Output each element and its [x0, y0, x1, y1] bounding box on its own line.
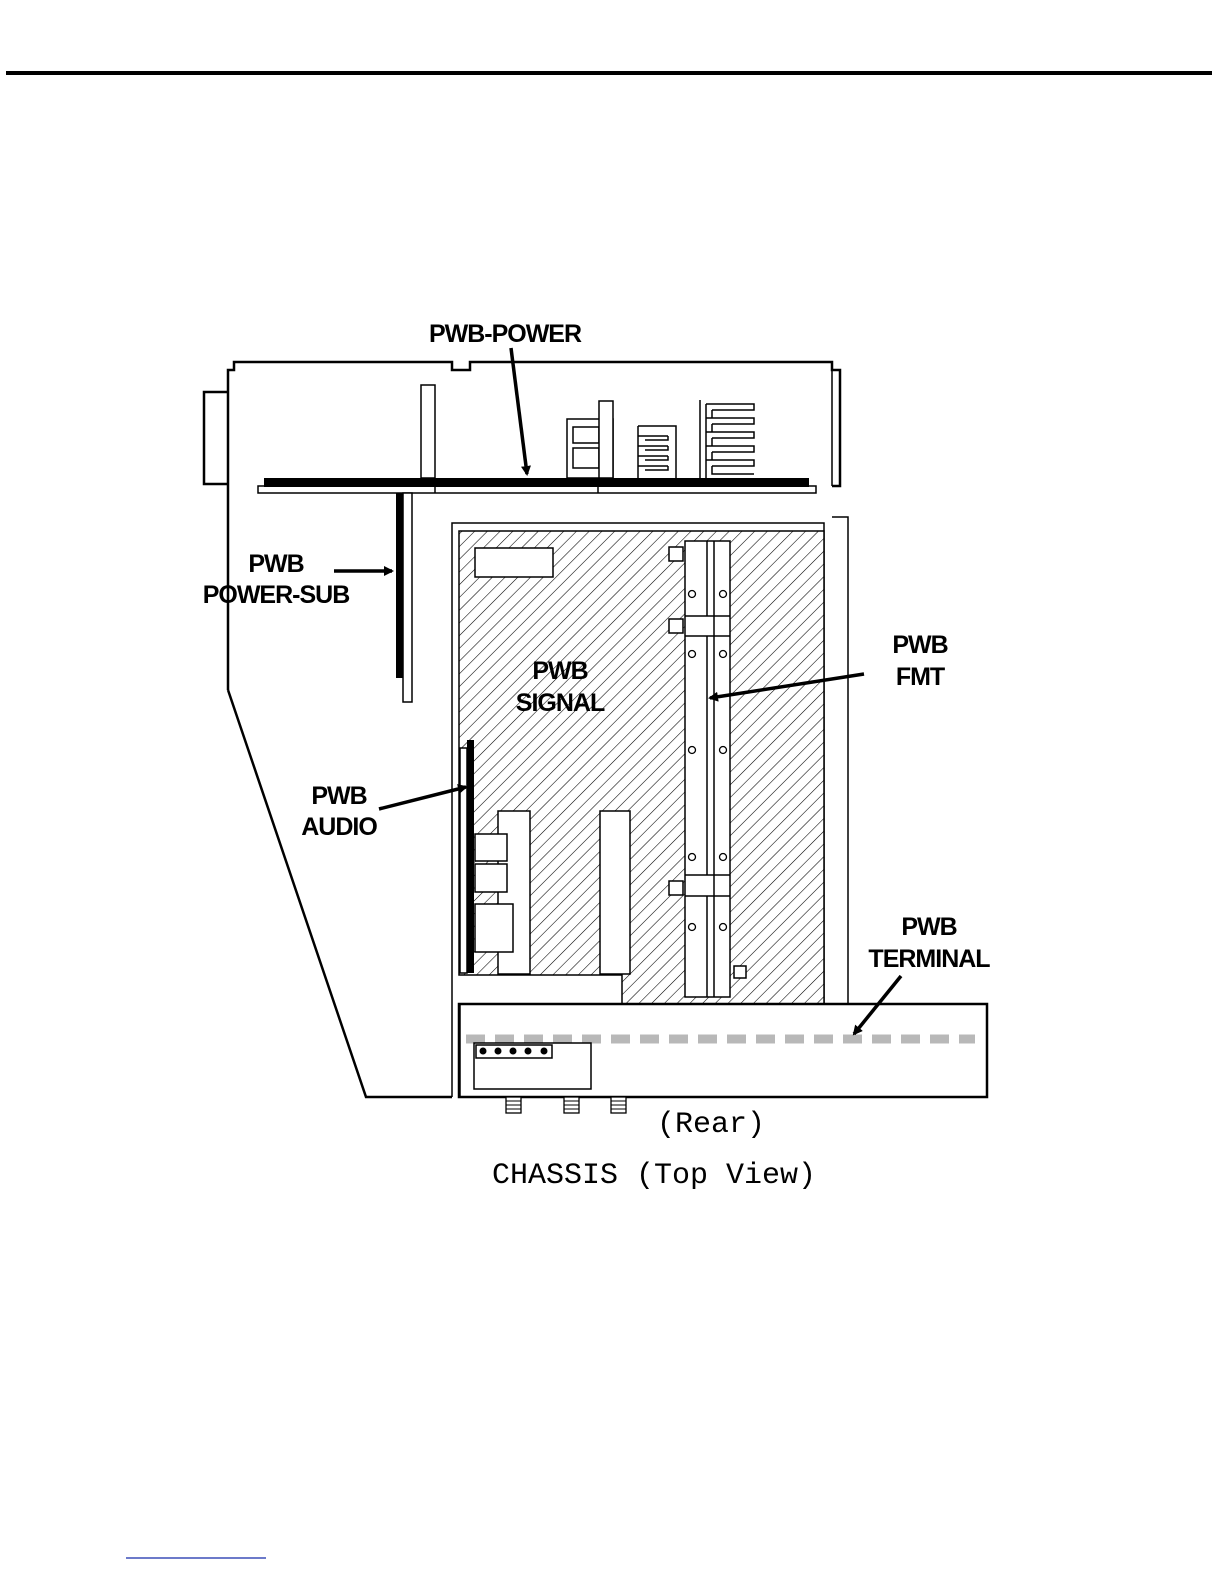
pwb-power-board: [258, 486, 816, 493]
signal-label-plate: [475, 548, 553, 577]
chassis-left-wall: [228, 690, 452, 1097]
power-riser: [421, 385, 435, 478]
label-pwb-terminal-line1: PWB: [901, 913, 956, 941]
label-pwb-power: PWB-POWER: [429, 320, 582, 348]
pwb-power-bar: [264, 478, 809, 487]
caption-chassis: CHASSIS (Top View): [492, 1159, 816, 1193]
label-pwb-fmt-line1: PWB: [892, 631, 947, 659]
power-heatsink-1: [638, 426, 676, 478]
label-pwb-terminal-line2: TERMINAL: [868, 945, 990, 973]
power-heatsink-2: [700, 400, 754, 478]
arrow-pwb-power: [511, 348, 527, 474]
label-pwb-audio-line1: PWB: [311, 782, 366, 810]
pwb-power-sub-board: [403, 493, 412, 702]
arrow-pwb-audio: [379, 787, 466, 809]
pwb-power-sub-bar: [396, 493, 403, 678]
label-pwb-power-sub-line1: PWB: [248, 550, 303, 578]
chassis-left-step: [204, 392, 228, 690]
label-pwb-power-sub-line2: POWER-SUB: [203, 581, 350, 609]
rear-connectors: [506, 1097, 626, 1113]
caption-rear: (Rear): [657, 1108, 765, 1142]
audio-block-2: [600, 811, 630, 974]
label-pwb-signal-line2: SIGNAL: [516, 689, 605, 717]
pwb-audio-bar: [467, 740, 474, 973]
label-pwb-audio-line2: AUDIO: [301, 813, 377, 841]
label-pwb-signal-line1: PWB: [532, 657, 587, 685]
pwb-audio-board: [460, 748, 467, 973]
power-transformer: [567, 401, 613, 478]
label-pwb-fmt-line2: FMT: [896, 663, 945, 691]
